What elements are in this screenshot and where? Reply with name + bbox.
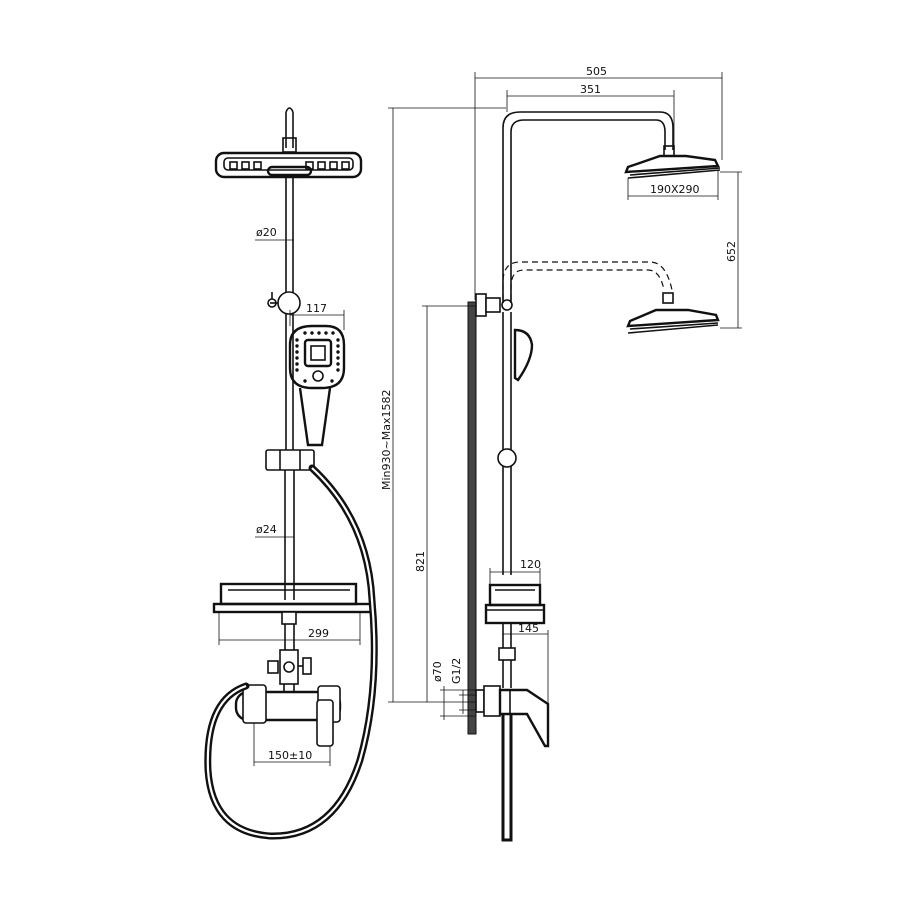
tube-lower-diameter-label: ø24 [256, 523, 277, 536]
arm-length-label: 351 [580, 83, 601, 96]
height-range-label: Min930~Max1582 [380, 390, 393, 490]
shelf-width-label: 299 [308, 627, 329, 640]
side-view: 505 351 190X290 652 Min930~Max1582 82 [380, 65, 742, 842]
wall [467, 301, 477, 735]
overhead-shower-head-front [214, 151, 363, 179]
front-view: ø20 ø24 117 299 150±10 [204, 107, 378, 840]
side-dimensions: 505 351 190X290 652 Min930~Max1582 82 [380, 65, 742, 720]
tube-upper-diameter-label: ø20 [256, 226, 277, 239]
overall-width-label: 505 [586, 65, 607, 78]
valve-depth-label: 145 [518, 622, 539, 635]
head-size-label: 190X290 [650, 183, 700, 196]
shower-hose [204, 464, 378, 840]
overhead-shower-head-lowered [626, 308, 720, 334]
front-dimensions: ø20 ø24 117 299 150±10 [218, 226, 361, 766]
mixer-valve-front [234, 684, 342, 747]
head-height-adjust-label: 652 [725, 241, 738, 262]
thread-size-label: G1/2 [450, 658, 463, 684]
valve-centers-label: 150±10 [268, 749, 312, 762]
hand-shower-front [288, 324, 346, 447]
rail-height-label: 821 [414, 551, 427, 572]
shelf-depth-label: 120 [520, 558, 541, 571]
escutcheon-diameter-label: ø70 [431, 661, 444, 682]
shelf-side [484, 583, 546, 625]
overhead-shower-head-side [624, 154, 721, 179]
handshower-width-label: 117 [306, 302, 327, 315]
